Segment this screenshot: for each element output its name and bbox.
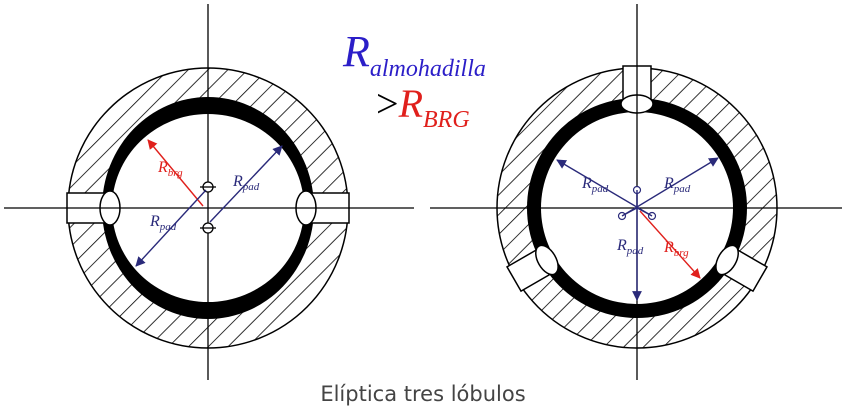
right-bearing: Rpad Rpad Rpad Rbrg bbox=[430, 4, 842, 380]
right-rpad-right-arrow bbox=[621, 157, 719, 217]
right-rbrg-label: Rbrg bbox=[663, 239, 689, 259]
inequality-title: Ralmohadilla >RBRG bbox=[342, 27, 486, 133]
left-bearing: Rbrg Rpad Rpad bbox=[4, 4, 414, 380]
left-pad-center-lower bbox=[200, 222, 216, 234]
left-rpad-upper-arrow bbox=[209, 145, 283, 223]
left-rbrg-arrow bbox=[147, 139, 204, 207]
right-oil-groove-lower-left bbox=[715, 244, 769, 293]
left-pad-center-upper bbox=[200, 181, 216, 193]
left-rpad-lower-label: Rpad bbox=[149, 213, 177, 233]
title-line1: Ralmohadilla bbox=[342, 27, 486, 82]
left-rpad-upper-label: Rpad bbox=[232, 173, 260, 193]
left-rbrg-label: Rbrg bbox=[157, 159, 183, 179]
right-rpad-bottom-label: Rpad bbox=[616, 237, 644, 257]
right-rpad-left-label: Rpad bbox=[581, 175, 609, 195]
title-line2: >RBRG bbox=[376, 81, 470, 133]
right-oil-groove-lower-right bbox=[505, 244, 559, 293]
right-rbrg-arrow bbox=[639, 210, 701, 279]
right-rpad-right-label: Rpad bbox=[663, 175, 691, 195]
caption: Elíptica tres lóbulos bbox=[320, 382, 526, 406]
left-rpad-lower-arrow bbox=[135, 189, 207, 267]
